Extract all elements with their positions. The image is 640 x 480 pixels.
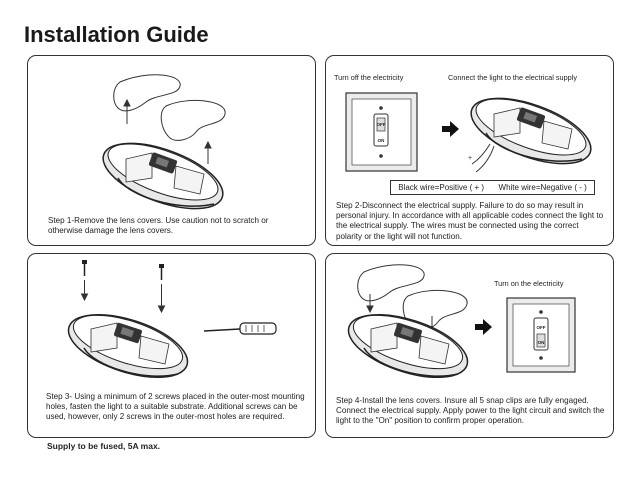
screw-icon	[159, 264, 164, 280]
svg-text:+: +	[468, 155, 472, 162]
wire-polarity-box: Black wire=Positive ( + ) White wire=Neg…	[390, 180, 595, 195]
light-fixture-icon	[67, 313, 189, 379]
connect-label: Connect the light to the electrical supp…	[448, 73, 577, 82]
step-1-illustration	[102, 74, 226, 210]
turn-on-label: Turn on the electricity	[494, 279, 564, 288]
light-switch-off-icon: OFF ON	[345, 92, 418, 172]
step-1-text: Step 1-Remove the lens covers. Use cauti…	[48, 216, 269, 236]
step-2-illustration: OFF ON +	[345, 92, 592, 173]
step-2-text: Step 2-Disconnect the electrical supply.…	[336, 201, 604, 241]
light-fixture-icon	[347, 313, 469, 379]
step-1-panel: Step 1-Remove the lens covers. Use cauti…	[27, 55, 316, 246]
light-switch-on-icon: OFF ON	[506, 297, 576, 373]
screwdriver-icon	[203, 322, 277, 335]
step-2-panel: Turn off the electricity Connect the lig…	[325, 55, 614, 246]
step-4-illustration: OFF ON	[347, 264, 576, 379]
down-arrow-icon	[366, 294, 374, 314]
step-4-text: Step 4-Install the lens covers. Insure a…	[336, 396, 605, 426]
lens-cover-icon	[160, 100, 226, 141]
light-fixture-icon: +	[468, 97, 592, 173]
fuse-note: Supply to be fused, 5A max.	[47, 441, 161, 451]
up-arrow-icon	[204, 140, 212, 164]
switch-off-text: OFF	[377, 122, 386, 127]
down-arrow-icon	[80, 280, 89, 302]
light-fixture-icon	[102, 142, 224, 210]
page-title: Installation Guide	[24, 22, 209, 47]
right-arrow-icon	[475, 319, 492, 335]
step-3-illustration	[67, 260, 277, 379]
step-3-panel: Step 3- Using a minimum of 2 screws plac…	[27, 253, 316, 438]
lens-cover-icon	[357, 264, 425, 302]
lens-cover-icon	[113, 74, 181, 112]
switch-on-text: ON	[538, 340, 545, 345]
up-arrow-icon	[123, 98, 131, 124]
step-4-panel: Turn on the electricity	[325, 253, 614, 438]
black-wire-label: Black wire=Positive ( + )	[398, 183, 485, 192]
switch-off-text: OFF	[537, 325, 546, 330]
turn-off-label: Turn off the electricity	[334, 73, 404, 82]
screw-icon	[82, 260, 87, 276]
white-wire-label: White wire=Negative ( - )	[498, 183, 587, 192]
step-3-text: Step 3- Using a minimum of 2 screws plac…	[46, 392, 305, 422]
down-arrow-icon	[157, 284, 166, 314]
right-arrow-icon	[442, 121, 459, 137]
switch-on-text: ON	[378, 138, 385, 143]
